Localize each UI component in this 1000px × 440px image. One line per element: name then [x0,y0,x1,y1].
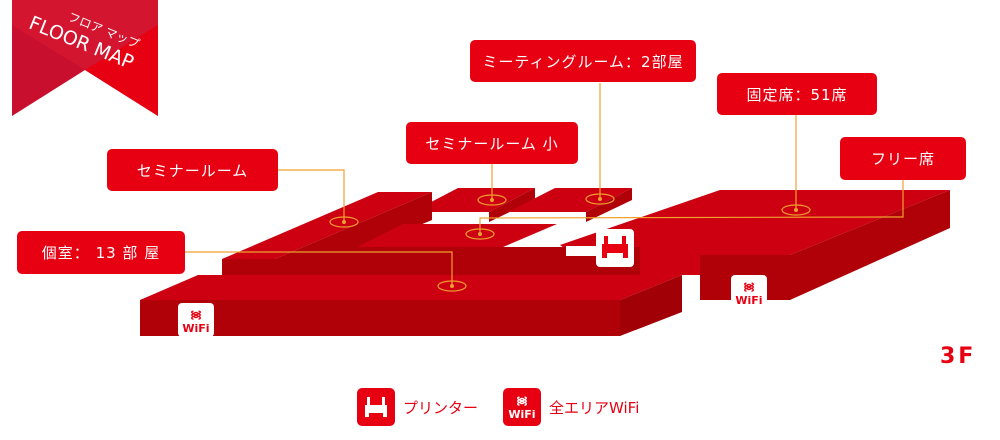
label-seminar-room: セミナールーム [107,149,278,191]
wifi-text: WiFi [735,294,763,307]
wifi-icon: ᯼WiFi [503,388,541,426]
printer-marker [566,229,634,267]
printer-icon [357,388,395,426]
wifi-icon: ᯼ [190,308,202,321]
legend-printer-label: プリンター [403,398,479,417]
legend-wifi: ᯼WiFi 全エリアWiFi [503,388,639,426]
wifi-text: WiFi [508,408,536,421]
legend-wifi-label: 全エリアWiFi [549,398,640,417]
label-private-rooms: 個室： 13 部 屋 [17,231,185,274]
wifi-marker: ᯼WiFi [731,275,767,309]
wifi-icon: ᯼ [743,280,755,293]
floor-map-banner: フロア マップ FLOOR MAP [0,0,160,120]
label-free-seats: フリー席 [840,137,966,180]
wifi-marker: ᯼WiFi [178,303,214,337]
label-meeting-room: ミーティングルーム：2部屋 [470,40,696,82]
legend-printer: プリンター [357,388,478,426]
floor-number: 3F [940,344,977,369]
wifi-text: WiFi [182,322,210,335]
label-seminar-room-small: セミナールーム 小 [406,122,578,164]
label-fixed-seats: 固定席：51席 [717,73,877,115]
